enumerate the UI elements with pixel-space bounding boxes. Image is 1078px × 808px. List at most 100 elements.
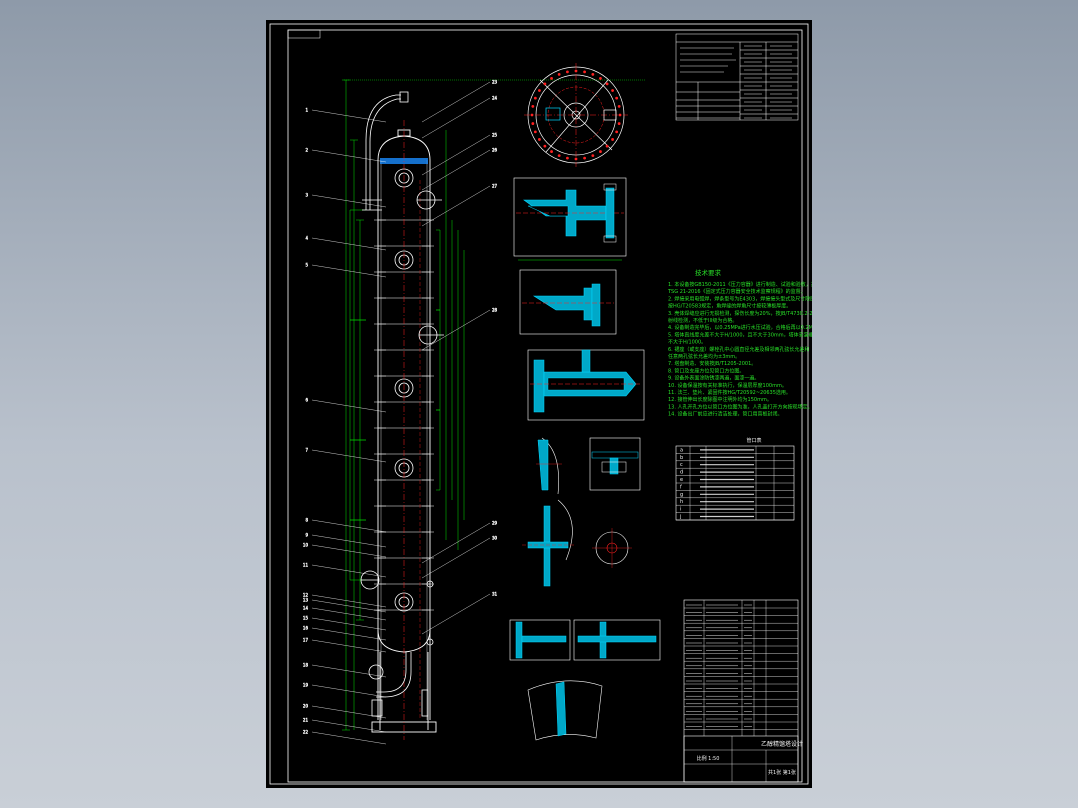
outer-border bbox=[269, 23, 809, 785]
technical-note-line: 按HG/T20583规定，角焊缝的焊角尺寸按较薄板厚度。 bbox=[668, 303, 791, 310]
tray-support-detail-2 bbox=[573, 619, 661, 661]
technical-notes-block: 技术要求 1. 本设备按GB150-2011《压力容器》进行制造、试验和验收，并… bbox=[667, 268, 812, 418]
technical-note-line: 12. 接管伸出长度除图中注明外均为150mm。 bbox=[668, 396, 772, 403]
nozzle-row-code: b bbox=[680, 455, 683, 461]
part-number: 3 bbox=[305, 193, 308, 198]
part-number: 24 bbox=[492, 96, 498, 101]
part-number: 26 bbox=[492, 148, 498, 153]
bolt-hole bbox=[574, 157, 578, 161]
part-number: 16 bbox=[303, 626, 309, 631]
technical-note-line: 1. 本设备按GB150-2011《压力容器》进行制造、试验和验收，并接受 bbox=[668, 281, 812, 288]
bolt-hole bbox=[611, 89, 614, 92]
part-number: 4 bbox=[305, 236, 308, 241]
scale-label: 比例 1:50 bbox=[697, 755, 720, 762]
nozzle-row-code: i bbox=[680, 507, 681, 513]
bolt-hole bbox=[583, 156, 586, 160]
inner-border bbox=[287, 29, 803, 783]
technical-note-line: 5. 塔体直线度允差不大于H/1000，且不大于30mm，塔体安装垂直度允许偏差 bbox=[668, 331, 812, 338]
bolt-hole bbox=[557, 154, 561, 158]
nozzle-row-code: j bbox=[679, 514, 681, 520]
bolt-hole bbox=[599, 150, 602, 153]
technical-note-line: 11. 法兰、垫片、紧固件按HG/T20592~20635选用。 bbox=[668, 389, 791, 396]
technical-note-line: 不大于H/1000。 bbox=[668, 339, 706, 346]
technical-note-line: 6. 裙座（或支座）螺栓孔中心圆直径允差及相邻两孔弦长允差和 bbox=[668, 346, 809, 353]
nozzle-row-code: g bbox=[680, 492, 683, 498]
part-number: 23 bbox=[492, 80, 498, 85]
bolt-hole bbox=[530, 113, 534, 117]
part-number: 7 bbox=[305, 448, 308, 453]
tray-support-detail-1 bbox=[509, 619, 571, 661]
bolt-hole bbox=[611, 138, 614, 141]
bolt-hole bbox=[543, 144, 547, 148]
bolt-hole bbox=[550, 77, 553, 80]
part-number: 17 bbox=[303, 638, 309, 643]
bolt-hole bbox=[617, 122, 621, 125]
bolt-hole bbox=[566, 156, 569, 160]
nozzle-row-code: h bbox=[680, 499, 683, 505]
column-elevation: 1234567891011121314151617181920212223242… bbox=[303, 79, 646, 745]
part-number: 20 bbox=[303, 704, 309, 709]
ring-detail bbox=[592, 528, 632, 568]
nozzle-table-title: 管口表 bbox=[746, 437, 761, 444]
bolt-hole bbox=[531, 105, 535, 108]
cad-drawing: 1234567891011121314151617181920212223242… bbox=[269, 23, 812, 785]
top-plan-view bbox=[524, 63, 628, 167]
nozzle-row-code: c bbox=[680, 462, 683, 468]
part-number: 10 bbox=[303, 543, 309, 548]
part-number: 31 bbox=[492, 592, 498, 597]
part-number: 29 bbox=[492, 521, 498, 526]
part-number: 12 bbox=[303, 593, 309, 598]
bolt-hole bbox=[591, 154, 595, 158]
technical-note-line: 9. 设备外表面涂防锈漆两遍，面漆一遍。 bbox=[668, 375, 759, 382]
technical-note-line: 3. 壳体焊缝应进行无损检测，探伤长度为20%，按JB/T4730.2-2005 bbox=[668, 310, 812, 317]
technical-note-line: 射线检测，不低于III级为合格。 bbox=[668, 317, 737, 324]
part-number: 11 bbox=[303, 563, 309, 568]
bolt-hole bbox=[538, 89, 541, 92]
part-number: 8 bbox=[305, 518, 308, 523]
nozzle-row-code: a bbox=[680, 447, 683, 453]
part-number: 19 bbox=[303, 683, 309, 688]
technical-note-line: 4. 设备制造完毕后，以0.25MPa进行水压试验，合格后再以0.2MPa进行气… bbox=[668, 324, 812, 331]
technical-note-line: 2. 焊接采用电弧焊，焊条型号为E4303，焊接接头型式及尺寸除图中注明外， bbox=[668, 295, 812, 302]
part-number: 21 bbox=[303, 718, 309, 723]
weld-detail-b bbox=[589, 437, 641, 491]
part-number: 14 bbox=[303, 606, 309, 611]
part-number: 9 bbox=[305, 533, 308, 538]
technical-note-line: 8. 管口及支座方位见管口方位图。 bbox=[668, 367, 744, 374]
design-data-table bbox=[675, 33, 799, 121]
bolt-hole bbox=[550, 150, 553, 153]
bolt-hole bbox=[605, 82, 609, 86]
nozzle-detail-2 bbox=[519, 269, 617, 335]
bolt-hole bbox=[583, 70, 586, 74]
nozzle-row-code: f bbox=[680, 484, 682, 490]
corner-tag bbox=[287, 29, 321, 39]
part-number: 6 bbox=[305, 398, 308, 403]
part-number: 5 bbox=[305, 263, 308, 268]
technical-notes-title: 技术要求 bbox=[695, 268, 722, 277]
bolt-hole bbox=[599, 77, 602, 80]
bolt-hole bbox=[615, 130, 619, 134]
part-number: 2 bbox=[305, 148, 308, 153]
drawing-title: 乙醇精馏塔设计 bbox=[761, 740, 803, 748]
bolt-hole bbox=[574, 69, 578, 73]
bolt-hole bbox=[617, 105, 621, 108]
part-number: 28 bbox=[492, 308, 498, 313]
title-block: 乙醇精馏塔设计 比例 1:50 共1张 第1张 bbox=[683, 599, 803, 783]
sheet-label: 共1张 第1张 bbox=[768, 769, 796, 776]
part-number: 18 bbox=[303, 663, 309, 668]
bolt-hole bbox=[605, 144, 609, 148]
part-number: 15 bbox=[303, 616, 309, 621]
bolt-hole bbox=[557, 72, 561, 76]
nozzle-row-code: d bbox=[680, 470, 683, 476]
part-number: 13 bbox=[303, 598, 309, 603]
weld-detail-a bbox=[536, 437, 562, 495]
arc-section-detail bbox=[527, 680, 603, 741]
part-number: 22 bbox=[303, 730, 309, 735]
part-number: 27 bbox=[492, 184, 498, 189]
technical-note-line: 13. 人孔开孔方位以管口方位图为准，人孔盖打开方向按现场定。 bbox=[668, 403, 812, 410]
technical-note-line: 7. 塔盘制造、安装按JB/T1205-2001。 bbox=[668, 360, 756, 367]
technical-note-line: TSG 21-2016《固定式压力容器安全技术监察规程》的监督。 bbox=[667, 288, 806, 295]
part-number: 25 bbox=[492, 133, 498, 138]
part-number: 1 bbox=[305, 108, 308, 113]
